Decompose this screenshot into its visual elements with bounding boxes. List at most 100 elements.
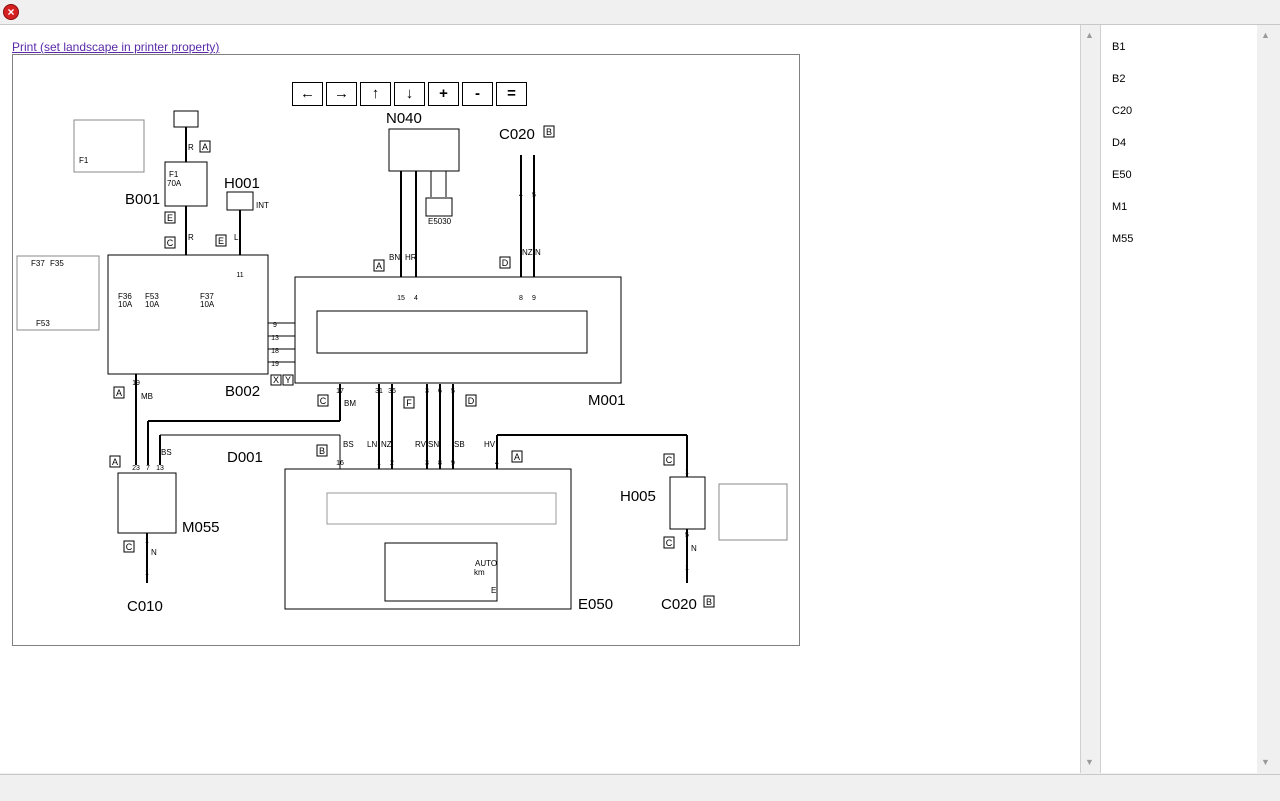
fuse-f37: F37 <box>200 292 214 301</box>
wire-bn: BN <box>389 253 400 262</box>
pin-11: 11 <box>236 272 243 279</box>
pin-5-c020: 5 <box>532 192 536 199</box>
wire-r-battery: R <box>188 143 194 152</box>
side-scrollbar[interactable]: ▲ ▼ <box>1257 25 1274 773</box>
sidebar-item-c20[interactable]: C20 <box>1112 105 1133 117</box>
zoom-out-button[interactable]: - <box>462 82 493 106</box>
e5030-box <box>425 197 453 217</box>
tag-d-m001-bottom: D <box>468 396 475 406</box>
pin-13-b002: 13 <box>271 335 279 342</box>
pin-19: 19 <box>132 380 140 387</box>
label-e5030: E5030 <box>428 217 452 226</box>
wire-r-b001: R <box>188 233 194 242</box>
label-e050: E050 <box>578 596 613 613</box>
pin-1-c010: 1 <box>145 570 149 577</box>
wire-hr: HR <box>405 253 417 262</box>
tag-b-c020-bottom: B <box>706 597 712 607</box>
display-auto: AUTO <box>475 559 497 568</box>
tag-a-b001: A <box>202 142 208 152</box>
pin-1-h005: 1 <box>685 469 689 476</box>
pan-down-button[interactable]: ↓ <box>394 82 425 106</box>
pin-4-e050: 4 <box>495 460 499 467</box>
tag-a-m055: A <box>112 457 118 467</box>
label-h005: H005 <box>620 488 656 505</box>
wire-bs-e050: BS <box>343 440 354 449</box>
zoom-in-button[interactable]: + <box>428 82 459 106</box>
tag-a-e050: A <box>514 452 520 462</box>
close-icon[interactable]: × <box>3 4 19 20</box>
display-e: E <box>491 586 496 595</box>
label-c010: C010 <box>127 598 163 615</box>
sidebar-item-d4[interactable]: D4 <box>1112 137 1127 149</box>
zoom-reset-button[interactable]: = <box>496 82 527 106</box>
tag-d-m001: D <box>502 258 509 268</box>
pin-16: 16 <box>336 460 344 467</box>
tag-a-b002: A <box>116 388 122 398</box>
tag-c-m001: C <box>320 396 327 406</box>
pin-36: 36 <box>388 388 396 395</box>
pin-4-c020: 4 <box>519 192 523 199</box>
sidebar-item-e50[interactable]: E50 <box>1112 169 1132 181</box>
pin-1-e050: 1 <box>377 460 381 467</box>
sidebar-item-b1[interactable]: B1 <box>1112 41 1126 53</box>
pin-17: 17 <box>336 388 344 395</box>
pin-8-e050: 8 <box>438 460 442 467</box>
main-scrollbar[interactable]: ▲ ▼ <box>1081 25 1098 773</box>
sidebar-item-m55[interactable]: M55 <box>1112 233 1134 245</box>
wiring-diagram-svg: N040 C020 B001 H001 B002 M001 D001 M055 … <box>16 110 788 615</box>
scroll-down-icon[interactable]: ▼ <box>1085 757 1094 767</box>
pin-2-e050: 2 <box>390 460 394 467</box>
sidebar-item-m1[interactable]: M1 <box>1112 201 1128 213</box>
pin-15: 15 <box>397 295 405 302</box>
pin-31: 31 <box>375 388 383 395</box>
n040-box <box>388 128 460 172</box>
fuse-f37-pictogram: F37 <box>31 259 45 268</box>
wire-nz: NZ <box>381 440 392 449</box>
m001-box <box>294 276 622 384</box>
pan-up-button[interactable]: ↑ <box>360 82 391 106</box>
pan-right-button[interactable]: → <box>326 82 357 106</box>
pin-19-b002: 19 <box>271 361 279 368</box>
tag-b-e050: B <box>319 446 325 456</box>
scroll-down-icon[interactable]: ▼ <box>1261 757 1270 767</box>
pin-13-m055: 13 <box>156 465 164 472</box>
pin-1-m055: 1 <box>145 538 149 545</box>
sidebar-item-b2[interactable]: B2 <box>1112 73 1126 85</box>
scroll-up-icon[interactable]: ▲ <box>1085 30 1094 40</box>
print-link[interactable]: Print (set landscape in printer property… <box>12 40 220 54</box>
pin-9-m001: 9 <box>532 295 536 302</box>
wire-sn: SN <box>428 440 439 449</box>
fuse-f53: F53 <box>145 292 159 301</box>
pin-3-e050: 3 <box>425 460 429 467</box>
tag-f-m001: F <box>406 398 412 408</box>
m055-box <box>117 472 177 534</box>
e050-box <box>284 468 572 610</box>
tag-c-h005-bottom: C <box>666 538 673 548</box>
tag-e-b002: E <box>218 236 224 246</box>
label-m001: M001 <box>588 392 626 409</box>
battery-symbol <box>173 110 199 128</box>
label-c020-top: C020 <box>499 126 535 143</box>
fuse-f37-rating: 10A <box>200 300 215 309</box>
wire-n-m055: N <box>151 548 157 557</box>
display-km: km <box>474 568 485 577</box>
pan-left-button[interactable]: ← <box>292 82 323 106</box>
pin-23: 23 <box>132 465 140 472</box>
scroll-up-icon[interactable]: ▲ <box>1261 30 1270 40</box>
b002-box <box>107 254 269 375</box>
tag-x: X <box>273 375 279 385</box>
pin-1-c020: 1 <box>685 565 689 572</box>
pin-18-b002: 18 <box>271 348 279 355</box>
label-b002: B002 <box>225 383 260 400</box>
status-bar <box>0 774 1280 801</box>
wire-ln: LN <box>367 440 377 449</box>
pin-9-b002: 9 <box>273 322 277 329</box>
pin-5-h005: 5 <box>685 532 689 539</box>
h005-box <box>669 476 706 530</box>
fuse-f1-pictogram: F1 <box>79 156 89 165</box>
pin-6-m001: 6 <box>438 388 442 395</box>
wire-bm: BM <box>344 399 356 408</box>
tag-c-m055: C <box>126 542 133 552</box>
fusebox-pictogram-1 <box>73 119 145 173</box>
h001-box <box>226 191 254 211</box>
